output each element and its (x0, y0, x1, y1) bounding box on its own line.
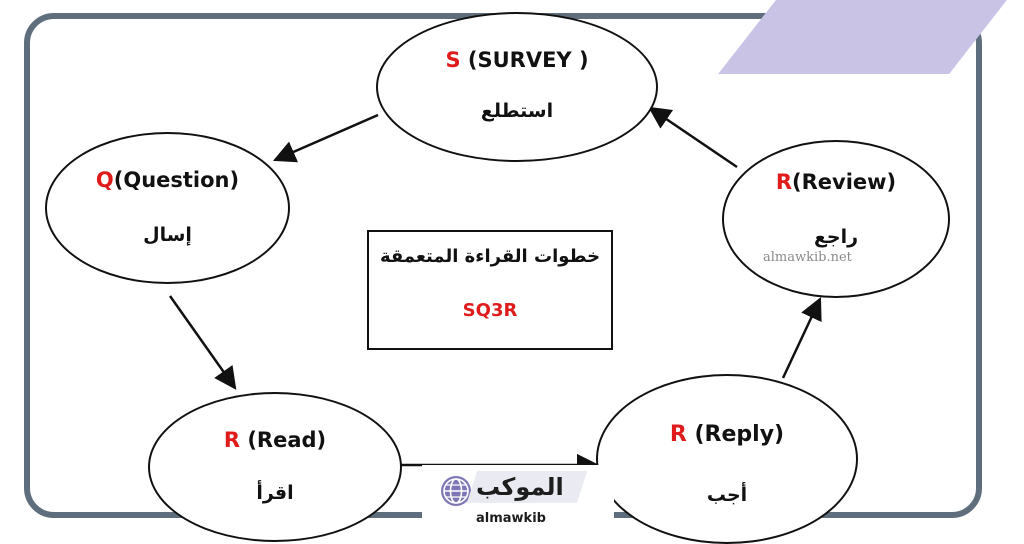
node-survey-title: S (SURVEY ) (378, 48, 656, 72)
node-question-letter: Q (95, 168, 114, 192)
arrow-survey-to-question (272, 113, 379, 163)
node-reply-label: (Reply) (686, 422, 785, 447)
arrow-reply-to-review (781, 296, 822, 379)
node-read-title: R (Read) (150, 428, 400, 452)
node-review-label: (Review) (792, 170, 897, 194)
node-reply: R (Reply) أجب (596, 374, 858, 544)
node-survey-arabic: استطلع (480, 100, 554, 122)
node-question: Q(Question) إسال (45, 132, 290, 284)
center-title: خطوات القراءة المتعمقة (379, 246, 601, 267)
site-logo[interactable]: الموكب almawkib (422, 465, 614, 536)
center-acronym: SQ3R (462, 300, 518, 321)
node-reply-arabic: أجب (706, 484, 748, 506)
node-review-title: R(Review) (724, 170, 948, 194)
node-review-arabic: راجع (813, 226, 859, 248)
logo-name: الموكب (476, 473, 564, 501)
node-survey: S (SURVEY ) استطلع (376, 12, 658, 162)
node-review: R(Review) راجع (722, 140, 950, 298)
node-review-letter: R (775, 170, 793, 194)
node-survey-label: (SURVEY ) (460, 48, 589, 72)
center-box: خطوات القراءة المتعمقة SQ3R (367, 230, 613, 350)
globe-icon (440, 475, 472, 511)
node-read-label: (Read) (240, 428, 327, 452)
node-question-label: (Question) (113, 168, 240, 192)
node-question-arabic: إسال (143, 224, 192, 246)
logo-subtitle: almawkib (476, 511, 546, 526)
node-read-letter: R (223, 428, 241, 452)
node-survey-letter: S (445, 48, 461, 72)
watermark: almawkib.net (763, 250, 852, 265)
node-reply-letter: R (669, 422, 687, 447)
arrow-question-to-read (168, 295, 237, 390)
node-reply-title: R (Reply) (598, 422, 856, 447)
node-read: R (Read) اقرأ (148, 392, 402, 542)
node-question-title: Q(Question) (47, 168, 288, 192)
node-read-arabic: اقرأ (256, 482, 294, 504)
arrow-review-to-survey (648, 106, 738, 169)
